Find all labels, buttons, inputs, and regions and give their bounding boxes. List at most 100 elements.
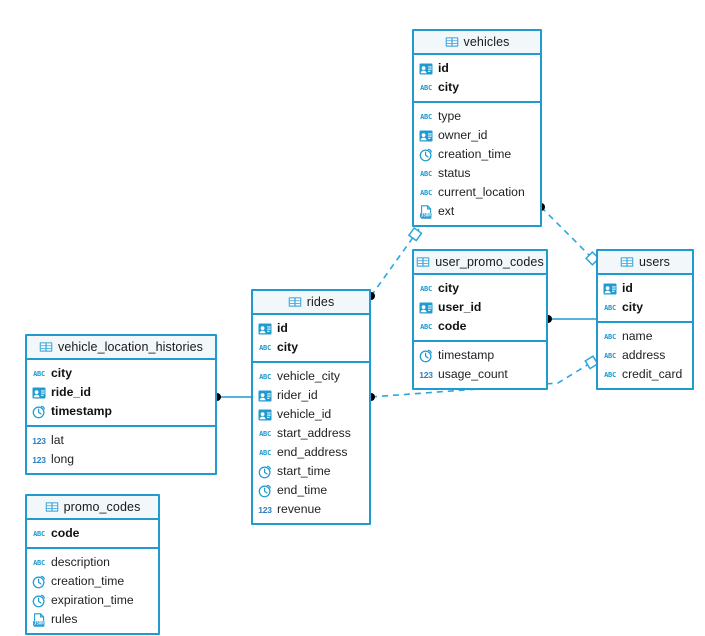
column-name: city xyxy=(622,300,644,314)
column-name: ext xyxy=(438,204,455,218)
column-row-rides-vehicle_id[interactable]: vehicle_id xyxy=(253,405,369,424)
abc-icon: ABC xyxy=(259,448,271,457)
table-header-users[interactable]: users xyxy=(598,251,692,275)
column-row-rides-start_time[interactable]: start_time xyxy=(253,462,369,481)
column-name: creation_time xyxy=(51,574,125,588)
abc-icon: ABC xyxy=(420,112,432,121)
table-grid-icon xyxy=(620,257,634,267)
column-row-promo_codes-description[interactable]: ABC description xyxy=(27,553,158,572)
abc-icon: ABC xyxy=(604,303,616,312)
column-name: ride_id xyxy=(51,385,91,399)
column-row-user_promo_codes-timestamp[interactable]: timestamp xyxy=(414,346,546,365)
abc-icon: ABC xyxy=(604,332,616,341)
abc-icon: ABC xyxy=(420,322,432,331)
clock-icon xyxy=(258,465,271,478)
table-header-user_promo_codes[interactable]: user_promo_codes xyxy=(414,251,546,275)
column-name: creation_time xyxy=(438,147,512,161)
primary-key-row-vehicle_location_histories-ride_id[interactable]: ride_id xyxy=(27,383,215,402)
column-row-vehicles-owner_id[interactable]: owner_id xyxy=(414,126,540,145)
column-row-rides-rider_id[interactable]: rider_id xyxy=(253,386,369,405)
column-name: vehicle_id xyxy=(277,407,332,421)
primary-key-section-promo_codes: ABC code xyxy=(27,520,158,549)
column-row-rides-start_address[interactable]: ABC start_address xyxy=(253,424,369,443)
table-grid-icon xyxy=(288,297,302,307)
relationship-rel-upc-users[interactable] xyxy=(544,315,596,323)
column-row-promo_codes-expiration_time[interactable]: expiration_time xyxy=(27,591,158,610)
clock-icon xyxy=(32,405,45,418)
table-header-rides[interactable]: rides xyxy=(253,291,369,315)
abc-icon: ABC xyxy=(259,429,271,438)
id-card-icon xyxy=(419,302,433,313)
column-name: vehicle_city xyxy=(277,369,340,383)
primary-key-row-users-id[interactable]: id xyxy=(598,279,692,298)
table-header-vehicle_location_histories[interactable]: vehicle_location_histories xyxy=(27,336,215,360)
abc-icon: ABC xyxy=(33,558,45,567)
column-row-promo_codes-creation_time[interactable]: creation_time xyxy=(27,572,158,591)
column-name: credit_card xyxy=(622,367,683,381)
column-section-promo_codes: ABC description creation_time expiration_… xyxy=(27,549,158,633)
table-title-rides: rides xyxy=(306,295,335,309)
column-row-vehicles-ext[interactable]: JSON ext xyxy=(414,202,540,221)
column-name: rules xyxy=(51,612,78,626)
abc-icon: ABC xyxy=(33,529,45,538)
primary-key-row-vehicles-id[interactable]: id xyxy=(414,59,540,78)
123-icon: 123 xyxy=(32,435,46,446)
column-name: start_address xyxy=(277,426,351,440)
primary-key-row-vehicle_location_histories-timestamp[interactable]: timestamp xyxy=(27,402,215,421)
column-row-promo_codes-rules[interactable]: JSON rules xyxy=(27,610,158,629)
svg-text:JSON: JSON xyxy=(34,620,44,625)
id-card-icon xyxy=(32,387,46,398)
table-title-user_promo_codes: user_promo_codes xyxy=(435,255,544,269)
column-row-vehicles-creation_time[interactable]: creation_time xyxy=(414,145,540,164)
primary-key-row-user_promo_codes-user_id[interactable]: user_id xyxy=(414,298,546,317)
abc-icon: ABC xyxy=(604,370,616,379)
column-row-rides-end_time[interactable]: end_time xyxy=(253,481,369,500)
column-name: code xyxy=(51,526,80,540)
clock-icon xyxy=(258,484,271,497)
primary-key-row-promo_codes-code[interactable]: ABC code xyxy=(27,524,158,543)
column-name: status xyxy=(438,166,471,180)
id-card-icon xyxy=(603,283,617,294)
id-card-icon xyxy=(258,323,272,334)
table-header-vehicles[interactable]: vehicles xyxy=(414,31,540,55)
primary-key-row-users-city[interactable]: ABC city xyxy=(598,298,692,317)
relationship-rel-vlh-rides[interactable] xyxy=(213,393,251,401)
id-card-icon xyxy=(419,63,433,74)
abc-icon: ABC xyxy=(420,188,432,197)
column-row-users-credit_card[interactable]: ABC credit_card xyxy=(598,365,692,384)
table-header-promo_codes[interactable]: promo_codes xyxy=(27,496,158,520)
column-name: address xyxy=(622,348,666,362)
column-name: expiration_time xyxy=(51,593,134,607)
json-file-icon: JSON xyxy=(420,204,432,219)
table-grid-icon xyxy=(445,37,458,47)
123-icon: 123 xyxy=(419,369,433,380)
column-name: description xyxy=(51,555,110,569)
primary-key-row-rides-id[interactable]: id xyxy=(253,319,369,338)
